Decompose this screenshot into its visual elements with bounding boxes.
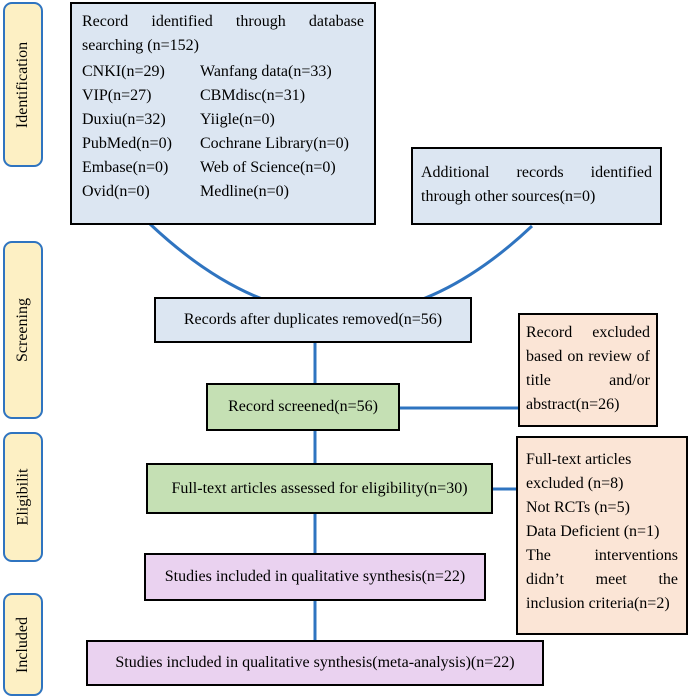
meta-analysis-text: Studies included in qualitative synthesi… <box>115 654 515 671</box>
additional-records-box: Additional records identified through ot… <box>411 147 662 225</box>
duplicates-removed-text: Records after duplicates removed(n=56) <box>183 311 443 328</box>
database-count: Duxiu(n=32) <box>82 111 166 128</box>
records-identified-text: Record identified through database searc… <box>82 13 364 54</box>
database-count: VIP(n=27) <box>82 87 152 104</box>
record-screened-text: Record screened(n=56) <box>228 398 378 415</box>
meta-analysis-box: Studies included in qualitative synthesi… <box>86 640 544 686</box>
fulltext-assessed-box: Full-text articles assessed for eligibil… <box>146 463 493 514</box>
database-count: Ovid(n=0) <box>82 183 150 200</box>
fulltext-excluded-line: Full-text articles excluded (n=8) <box>526 451 632 492</box>
database-count: Yiigle(n=0) <box>200 111 275 128</box>
database-row: PubMed(n=0) Cochrane Library(n=0) <box>82 132 364 156</box>
record-screened-box: Record screened(n=56) <box>206 383 400 431</box>
qualitative-synthesis-text: Studies included in qualitative synthesi… <box>164 568 466 585</box>
database-row: Duxiu(n=32) Yiigle(n=0) <box>82 108 364 132</box>
database-count: PubMed(n=0) <box>82 135 172 152</box>
stage-eligibility-label: Eligibilit <box>14 468 32 526</box>
fulltext-excluded-box: Full-text articles excluded (n=8) Not RC… <box>516 436 688 635</box>
fulltext-excluded-line: Data Deficient (n=1) <box>526 523 660 540</box>
database-count: CNKI(n=29) <box>82 63 165 80</box>
qualitative-synthesis-box: Studies included in qualitative synthesi… <box>144 553 486 601</box>
excluded-title-abstract-text: Record excluded based on review of title… <box>526 324 650 413</box>
database-row: CNKI(n=29) Wanfang data(n=33) <box>82 60 364 84</box>
stage-eligibility: Eligibilit <box>3 432 43 562</box>
fulltext-excluded-line: The interventions didn’t meet the inclus… <box>526 547 678 612</box>
stage-identification: Identification <box>3 2 43 167</box>
stage-included: Included <box>3 593 43 696</box>
stage-identification-label: Identification <box>14 41 31 128</box>
records-identified-box: Record identified through database searc… <box>70 2 376 225</box>
database-row: VIP(n=27) CBMdisc(n=31) <box>82 84 364 108</box>
stage-included-label: Included <box>14 616 32 673</box>
fulltext-excluded-line: Not RCTs (n=5) <box>526 499 630 516</box>
database-count: Wanfang data(n=33) <box>200 63 332 80</box>
database-count: Cochrane Library(n=0) <box>200 135 349 152</box>
database-count: Medline(n=0) <box>200 183 289 200</box>
stage-screening-label: Screening <box>14 298 32 362</box>
fulltext-assessed-text: Full-text articles assessed for eligibil… <box>171 479 468 497</box>
database-row: Embase(n=0) Web of Science(n=0) <box>82 156 364 180</box>
excluded-title-abstract-box: Record excluded based on review of title… <box>518 313 658 427</box>
stage-screening: Screening <box>3 241 43 419</box>
database-row: Ovid(n=0) Medline(n=0) <box>82 180 364 204</box>
duplicates-removed-box: Records after duplicates removed(n=56) <box>154 297 472 343</box>
database-count: Web of Science(n=0) <box>200 159 336 176</box>
database-count: Embase(n=0) <box>82 159 169 176</box>
additional-records-text: Additional records identified through ot… <box>421 164 652 205</box>
database-count: CBMdisc(n=31) <box>200 87 306 104</box>
